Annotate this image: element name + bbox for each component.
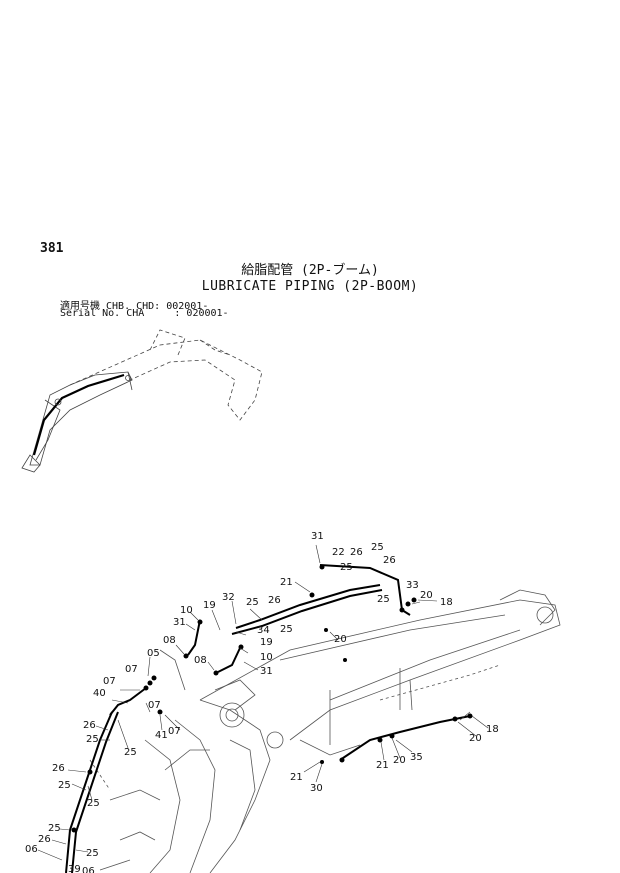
callout: 25	[371, 542, 384, 553]
callout: 31	[311, 531, 324, 542]
callout: 19	[260, 637, 273, 648]
callout: 25	[86, 848, 99, 859]
callout: 20	[393, 755, 406, 766]
callout: 07	[148, 700, 161, 711]
grease-hoses	[65, 564, 471, 873]
callout: 20	[334, 634, 347, 645]
callout: 10	[180, 605, 193, 616]
callout: 25	[246, 597, 259, 608]
callout: 26	[38, 834, 51, 845]
callout: 21	[290, 772, 303, 783]
callout: 25	[58, 780, 71, 791]
callout: 26	[383, 555, 396, 566]
callout: 41	[155, 730, 168, 741]
callout: 08	[194, 655, 207, 666]
page-number: 381	[40, 241, 64, 256]
fittings	[71, 564, 473, 833]
callout: 07	[125, 664, 138, 675]
callout: 25	[340, 562, 353, 573]
callout: 34	[257, 625, 270, 636]
callout: 25	[48, 823, 61, 834]
callout: 06	[82, 866, 95, 873]
callout: 25	[87, 798, 100, 809]
callout: 26	[350, 547, 363, 558]
callout: 08	[163, 635, 176, 646]
leader-lines	[37, 544, 489, 861]
callout: 26	[83, 720, 96, 731]
callout: 19	[203, 600, 216, 611]
callout: 32	[222, 592, 235, 603]
callout: 21	[280, 577, 293, 588]
callout: 18	[440, 597, 453, 608]
callout: 39	[68, 864, 81, 873]
callout: 25	[280, 624, 293, 635]
applicable-serial-number: Serial No. CHA : 020001-	[60, 308, 229, 319]
callout: 31	[260, 666, 273, 677]
boom-drawing	[89, 589, 561, 873]
callout: 06	[25, 844, 38, 855]
overview-thumbnail	[21, 329, 263, 473]
callout: 20	[469, 733, 482, 744]
callout: 25	[86, 734, 99, 745]
callout: 33	[406, 580, 419, 591]
callout: 22	[332, 547, 345, 558]
title-english: LUBRICATE PIPING (2P-BOOM)	[201, 279, 419, 294]
callout: 40	[93, 688, 106, 699]
callout: 35	[410, 752, 423, 763]
callout: 05	[147, 648, 160, 659]
callout: 30	[310, 783, 323, 794]
callout: 31	[173, 617, 186, 628]
applicable-serial-japanese: 適用号機 CHB. CHD: 002001-	[60, 301, 209, 312]
callout-labels: 31 22 25 26 21 25 26 33 20 18 25 32 19 2…	[25, 531, 499, 873]
callout: 21	[376, 760, 389, 771]
callout: 07	[168, 726, 181, 737]
callout: 20	[420, 590, 433, 601]
callout: 25	[377, 594, 390, 605]
callout: 07	[103, 676, 116, 687]
callout: 26	[52, 763, 65, 774]
callout: 18	[486, 724, 499, 735]
callout: 25	[124, 747, 137, 758]
callout: 26	[268, 595, 281, 606]
title-japanese: 給脂配管 (2P-ブーム)	[241, 263, 379, 278]
callout: 10	[260, 652, 273, 663]
